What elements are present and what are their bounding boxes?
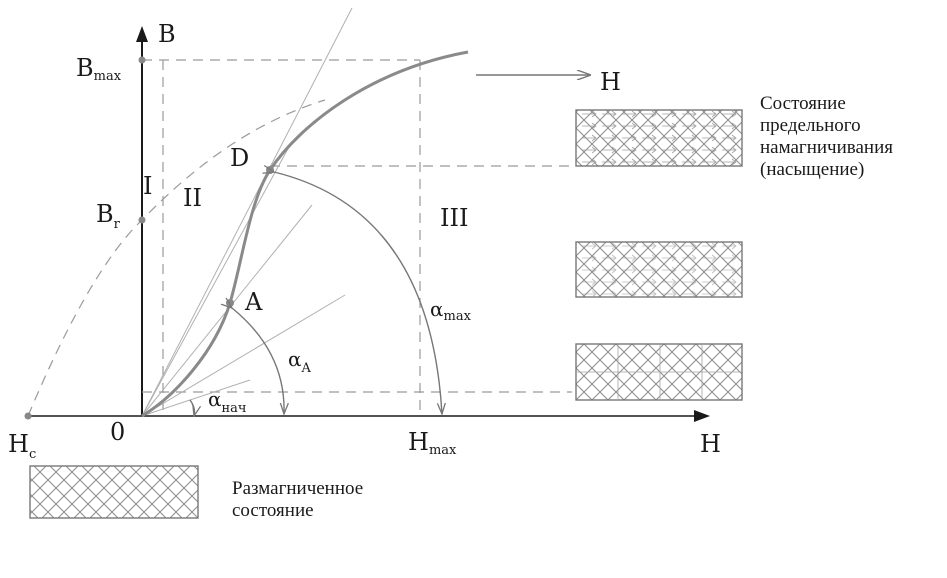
saturation-caption-line-3: намагничивания	[760, 137, 893, 158]
alpha-initial-arc	[189, 399, 195, 416]
alpha-a-label: αA	[288, 347, 312, 376]
br-label: Br	[96, 200, 121, 232]
point-br	[138, 216, 146, 224]
point-a	[226, 299, 234, 307]
point-d	[266, 166, 274, 174]
region-label-1: I	[143, 172, 152, 200]
alpha-max-arc	[274, 172, 442, 414]
saturation-caption-line-2: предельного	[760, 115, 861, 136]
domain-box-partial	[575, 241, 743, 298]
domain-box-initial	[575, 343, 743, 401]
alpha-initial-label: αнач	[208, 387, 247, 416]
saturation-h-label: H	[600, 68, 621, 96]
b-axis-label: B	[158, 20, 176, 48]
marked-points	[24, 56, 274, 420]
slope-line-d	[141, 144, 291, 417]
alpha-max-label: αmax	[430, 297, 472, 324]
point-hc	[24, 412, 32, 420]
saturation-caption-line-1: Состояние	[760, 93, 846, 114]
demagnetized-caption-line-1: Размагниченное	[232, 478, 363, 499]
bmax-label: Bmax	[76, 54, 122, 84]
point-d-label: D	[230, 144, 249, 172]
slope-line-a	[141, 294, 346, 417]
tangent-line	[141, 7, 353, 417]
domain-box-demagnetized	[29, 465, 199, 519]
region-label-2: II	[183, 184, 202, 212]
axes	[30, 26, 710, 422]
angle-arcs	[189, 172, 442, 416]
alpha-a-arc	[232, 308, 284, 414]
h-axis-arrowhead	[694, 410, 710, 422]
demagnetized-caption-line-2: состояние	[232, 500, 314, 521]
h-axis-label: H	[700, 430, 721, 458]
slope-lines	[141, 7, 353, 417]
region-label-3: III	[440, 204, 468, 232]
magnetization-curve	[141, 50, 469, 418]
domain-box-saturated	[575, 109, 743, 167]
origin-label: 0	[110, 418, 125, 446]
hc-label: Hc	[8, 430, 36, 462]
b-axis-arrowhead	[136, 26, 148, 42]
saturation-caption-line-4: (насыщение)	[760, 159, 864, 180]
point-a-label: A	[244, 288, 263, 316]
point-bmax	[138, 56, 146, 64]
hmax-label: Hmax	[408, 428, 457, 458]
